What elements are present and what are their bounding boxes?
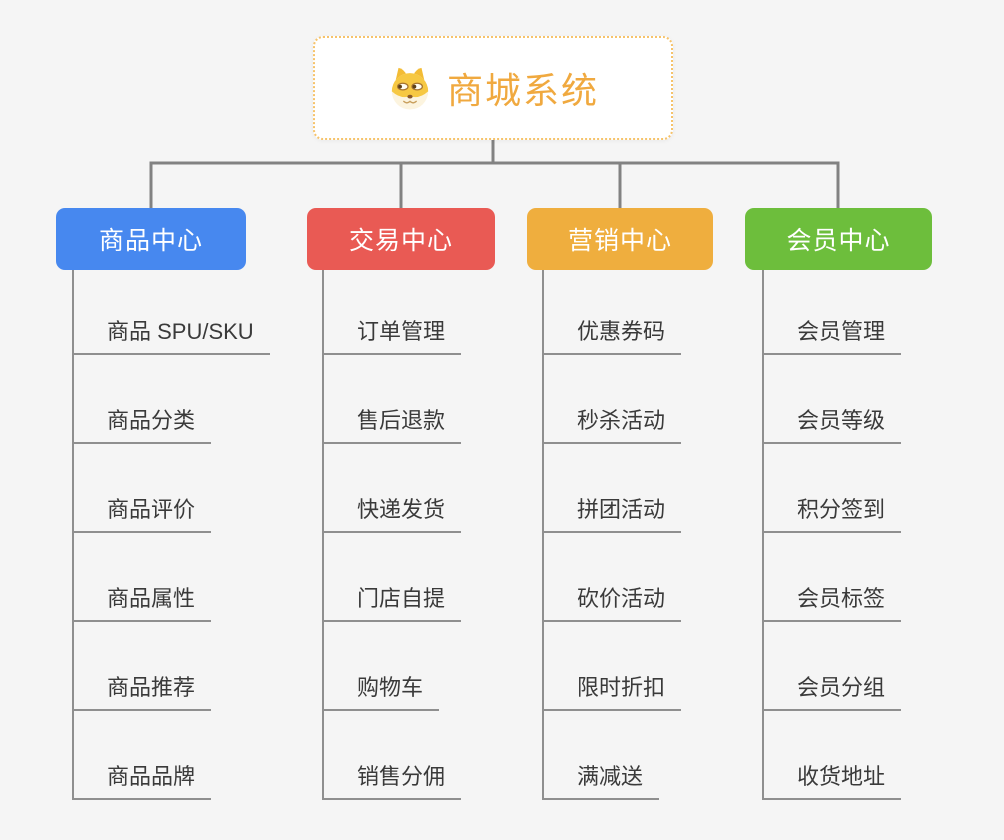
leaf-node[interactable]: 优惠券码 [543, 317, 682, 355]
leaf-node[interactable]: 砍价活动 [543, 584, 682, 622]
leaf-node[interactable]: 积分签到 [763, 495, 902, 533]
leaf-node[interactable]: 商品属性 [73, 584, 212, 622]
leaf-node[interactable]: 销售分佣 [323, 762, 462, 800]
branch-trunk-lines [72, 268, 764, 800]
leaf-node[interactable]: 拼团活动 [543, 495, 682, 533]
leaf-node[interactable]: 秒杀活动 [543, 406, 682, 444]
branch-node-trade-center[interactable]: 交易中心 [307, 208, 495, 270]
leaf-node[interactable]: 商品品牌 [73, 762, 212, 800]
tree-spine-lines [149, 140, 840, 209]
root-node[interactable]: 商城系统 [313, 36, 673, 140]
leaf-node[interactable]: 会员等级 [763, 406, 902, 444]
leaf-node[interactable]: 会员管理 [763, 317, 902, 355]
leaf-node[interactable]: 门店自提 [323, 584, 462, 622]
root-node-title: 商城系统 [446, 70, 599, 111]
leaf-node[interactable]: 商品分类 [73, 406, 212, 444]
leaf-node[interactable]: 会员分组 [763, 673, 902, 711]
leaf-node[interactable]: 商品 SPU/SKU [73, 317, 270, 355]
leaf-node[interactable]: 会员标签 [763, 584, 902, 622]
leaf-node[interactable]: 订单管理 [323, 317, 462, 355]
leaf-node[interactable]: 商品推荐 [73, 673, 212, 711]
branch-node-marketing-center[interactable]: 营销中心 [527, 208, 713, 270]
leaf-node[interactable]: 满减送 [543, 762, 660, 800]
branch-node-product-center[interactable]: 商品中心 [56, 208, 246, 270]
leaf-node[interactable]: 商品评价 [73, 495, 212, 533]
leaf-node[interactable]: 快递发货 [323, 495, 462, 533]
leaf-node[interactable]: 售后退款 [323, 406, 462, 444]
leaf-node[interactable]: 限时折扣 [543, 673, 682, 711]
leaf-node[interactable]: 购物车 [323, 673, 440, 711]
branch-node-member-center[interactable]: 会员中心 [745, 208, 932, 270]
dog-face-icon [391, 67, 429, 110]
leaf-node[interactable]: 收货地址 [763, 762, 902, 800]
